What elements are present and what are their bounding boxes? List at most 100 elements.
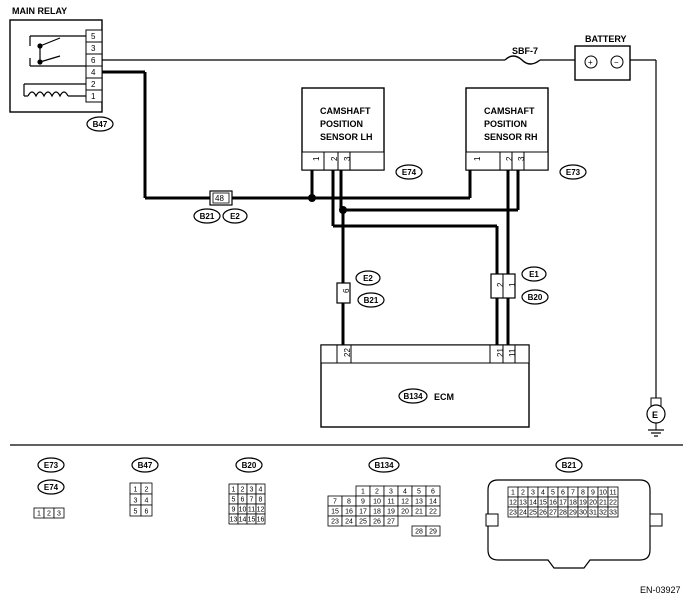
pin-cell-label: 24: [519, 510, 527, 517]
pin-cell-label: 5: [134, 509, 138, 516]
pin-cell-label: 15: [248, 517, 256, 524]
pin-cell-label: 29: [429, 529, 437, 536]
pin-cell-label: 24: [345, 519, 353, 526]
pin-cell-label: 15: [539, 500, 547, 507]
junction-e1-conn-a: E1: [529, 270, 539, 279]
main-relay-pin: 6: [91, 56, 96, 65]
pin-cell: [255, 513, 266, 525]
fuse-icon: [504, 55, 541, 65]
pin-cell-label: 3: [57, 511, 61, 518]
pin-cell-label: 4: [259, 487, 263, 494]
junction-6-pin: 6: [342, 288, 351, 293]
pin-cell-label: 10: [239, 507, 247, 514]
ecm-pin: 11: [508, 348, 517, 357]
cam-lh-line1: CAMSHAFT: [320, 106, 371, 116]
cam-lh-line2: POSITION: [320, 119, 363, 129]
legend-b134: B134: [374, 461, 394, 470]
pin-cell-label: 5: [232, 497, 236, 504]
legend-b21: B21: [562, 461, 577, 470]
pin-cell-label: 16: [345, 509, 353, 516]
pin-cell: [383, 515, 399, 527]
pin-cell-label: 22: [429, 509, 437, 516]
footer-code: EN-03927: [640, 585, 681, 595]
main-relay-pin: 5: [91, 32, 96, 41]
junction-e1-pin: 2: [496, 282, 505, 287]
pin-cell-label: 8: [347, 499, 351, 506]
pin-cell-label: 20: [589, 500, 597, 507]
battery-plus: +: [588, 58, 593, 67]
pin-cell-label: 4: [403, 489, 407, 496]
pin-cell-label: 25: [529, 510, 537, 517]
camshaft-sensor-rh: CAMSHAFT POSITION SENSOR RH 1 2 3 E73: [465, 87, 587, 180]
junction-e1-conn-b: B20: [528, 293, 543, 302]
pin-cell: [53, 507, 65, 519]
ecm-connector: B134: [403, 392, 423, 401]
pin-cell-label: 18: [373, 509, 381, 516]
legend-e74: E74: [44, 483, 59, 492]
pin-cell: [607, 506, 619, 518]
cam-lh-pin: 1: [312, 156, 321, 161]
pin-cell-label: 4: [145, 498, 149, 505]
fuse: SBF-7: [504, 46, 541, 65]
pin-cell-label: 3: [134, 498, 138, 505]
pin-cell-label: 23: [509, 510, 517, 517]
pin-cell-label: 9: [591, 490, 595, 497]
pin-cell-label: 15: [331, 509, 339, 516]
battery-label: BATTERY: [585, 34, 627, 44]
pin-cell-label: 7: [250, 497, 254, 504]
splice-dot: [308, 194, 316, 202]
pin-cell-label: 5: [417, 489, 421, 496]
pin-cell-label: 2: [47, 511, 51, 518]
pin-cell-label: 14: [429, 499, 437, 506]
pin-cell-label: 1: [511, 490, 515, 497]
splice-dot: [339, 206, 347, 214]
pin-cell-label: 23: [331, 519, 339, 526]
pin-cell-label: 26: [539, 510, 547, 517]
ground: E: [646, 397, 666, 437]
pin-cell-label: 16: [549, 500, 557, 507]
pin-cell-label: 8: [259, 497, 263, 504]
junction-48-pin: 48: [215, 194, 224, 203]
pin-cell-label: 12: [509, 500, 517, 507]
pin-cell: [140, 504, 153, 517]
pin-cell: [425, 525, 441, 537]
pin-cell-label: 31: [589, 510, 597, 517]
main-relay-pin: 3: [91, 44, 96, 53]
junction-48-conn-b: E2: [230, 212, 240, 221]
pin-cell-label: 2: [521, 490, 525, 497]
pin-cell-label: 16: [257, 517, 265, 524]
pin-cell-label: 1: [232, 487, 236, 494]
relay-switch-icon: [29, 35, 86, 67]
pin-cell-label: 20: [401, 509, 409, 516]
pin-cell-label: 6: [561, 490, 565, 497]
pin-cell-label: 27: [387, 519, 395, 526]
pin-cell-label: 22: [609, 500, 617, 507]
pin-cell-label: 5: [551, 490, 555, 497]
cam-rh-pin: 1: [473, 156, 482, 161]
e73-oval: [559, 164, 587, 180]
pin-cell-label: 21: [415, 509, 423, 516]
pin-cell-label: 6: [145, 509, 149, 516]
cam-lh-pin: 3: [343, 156, 352, 161]
cam-rh-line3: SENSOR RH: [484, 132, 538, 142]
pin-cell-label: 7: [333, 499, 337, 506]
main-relay-connector: B47: [93, 120, 108, 129]
pin-cell-label: 12: [401, 499, 409, 506]
main-relay-title: MAIN RELAY: [12, 6, 67, 16]
battery-minus-icon: [610, 55, 624, 69]
main-relay: MAIN RELAY 5 3 6 4 2 1: [9, 6, 114, 132]
pin-cell-label: 10: [599, 490, 607, 497]
pin-cell-label: 3: [389, 489, 393, 496]
legend-b47: B47: [138, 461, 153, 470]
ecm-pin: 21: [496, 348, 505, 357]
pin-cell-label: 14: [529, 500, 537, 507]
junction-e1-pin: 1: [508, 282, 517, 287]
pin-cell-label: 30: [579, 510, 587, 517]
ecm-label: ECM: [434, 392, 454, 402]
legend-e73: E73: [44, 461, 59, 470]
pin-cell: [425, 505, 441, 517]
camshaft-sensor-lh: CAMSHAFT POSITION SENSOR LH 1 2 3 E74: [301, 87, 423, 180]
